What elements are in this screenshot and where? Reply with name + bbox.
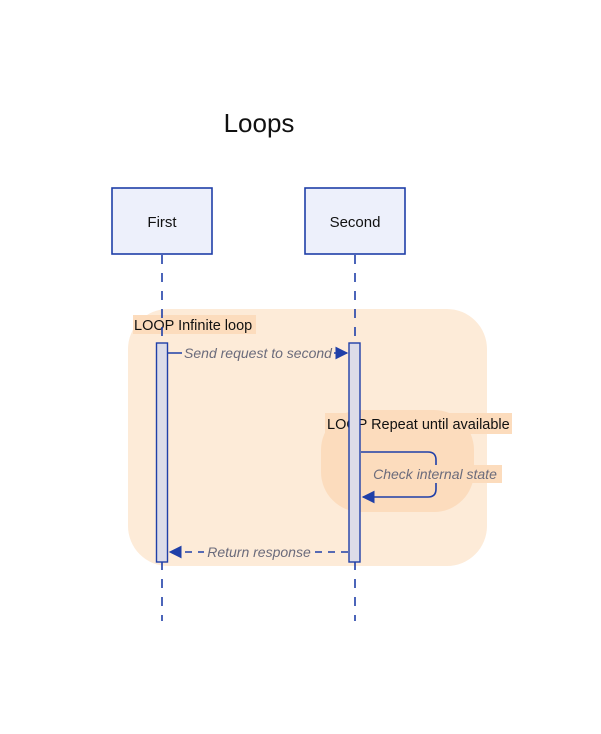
- message-return-label-bg: [204, 543, 314, 561]
- actor-second-label: Second: [330, 214, 381, 231]
- actor-first-box: [111, 187, 213, 255]
- message-self-check-label-bg: [369, 465, 502, 483]
- message-request-label-bg: [182, 344, 334, 362]
- loop-repeat-keyword: LOOP: [327, 417, 367, 433]
- diagram-title: Loops: [224, 108, 295, 138]
- loop-repeat-name: Repeat until available: [371, 417, 510, 433]
- activation-second: [348, 342, 361, 563]
- actor-first-label: First: [147, 214, 177, 231]
- loop-repeat-label-bg: [325, 413, 512, 434]
- activation-first: [155, 342, 169, 563]
- loop-infinite-label-bg: [133, 315, 256, 334]
- loop-infinite-keyword: LOOP: [134, 318, 174, 334]
- loop-infinite-label: LOOP Infinite loop: [134, 318, 252, 334]
- actor-second-box: [304, 187, 406, 255]
- message-self-check-label: Check internal state: [373, 466, 497, 482]
- loop-infinite-name: Infinite loop: [178, 318, 252, 334]
- message-return-label: Return response: [207, 544, 311, 560]
- message-request-label: Send request to second: [184, 345, 333, 361]
